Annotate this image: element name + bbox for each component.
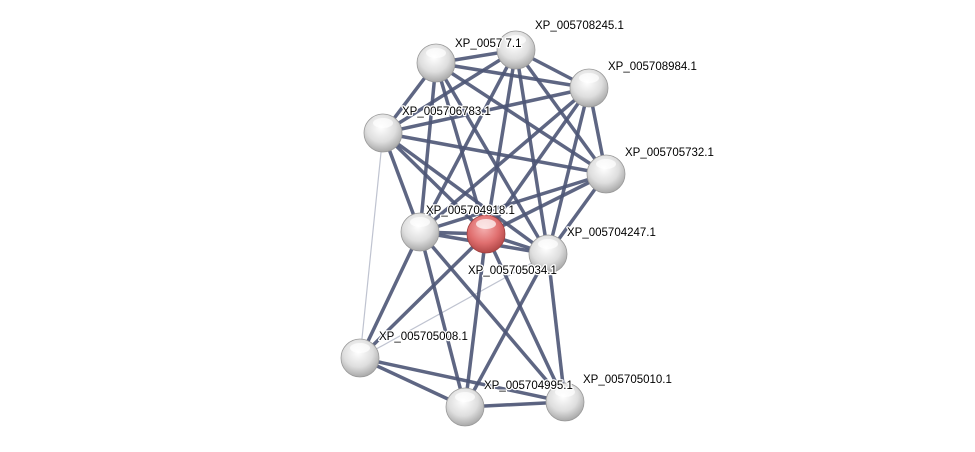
node-highlight (410, 217, 430, 227)
edge[interactable] (484, 49, 518, 235)
node-highlight (455, 392, 475, 402)
node-highlight (538, 239, 558, 249)
node-highlight (350, 343, 370, 353)
node-highlight (596, 159, 616, 169)
node-label: XP_005704247.1 (567, 227, 656, 239)
edge[interactable] (463, 233, 488, 408)
edge[interactable] (382, 86, 590, 135)
node-label: XP_005705010.1 (583, 374, 672, 386)
edge[interactable] (419, 172, 607, 234)
edge[interactable] (463, 253, 550, 408)
node-label: XP_005705008.1 (379, 331, 468, 343)
edge[interactable] (358, 232, 488, 360)
edge[interactable] (418, 230, 567, 404)
node-label: XP_005705732.1 (625, 147, 714, 159)
node-label: XP_005708245.1 (535, 20, 624, 32)
node-label: XP_0057 7.1 (455, 38, 522, 50)
node-label: XP_005705034.1 (468, 265, 557, 277)
edge-light[interactable] (359, 132, 384, 359)
node-highlight (426, 48, 446, 58)
edge[interactable] (418, 86, 591, 234)
edge[interactable] (434, 62, 550, 255)
edge[interactable] (382, 131, 607, 176)
node-highlight (555, 387, 575, 397)
edge[interactable] (484, 233, 567, 403)
node-label: XP_005708984.1 (608, 61, 697, 73)
node-highlight (506, 35, 526, 45)
node-label: XP_005704918.1 (426, 205, 515, 217)
edge[interactable] (358, 231, 422, 359)
edge[interactable] (359, 356, 566, 404)
node-label: XP_005706783.1 (402, 106, 491, 118)
node-highlight (373, 118, 393, 128)
edge[interactable] (546, 253, 567, 403)
node-highlight (579, 73, 599, 83)
node-highlight (476, 219, 496, 229)
edge[interactable] (514, 49, 550, 255)
edge[interactable] (546, 87, 591, 255)
edge[interactable] (418, 49, 518, 233)
node-label: XP_005704995.1 (484, 380, 573, 392)
edge[interactable] (485, 172, 607, 236)
edge[interactable] (381, 131, 550, 256)
edge[interactable] (382, 48, 517, 135)
edge-light[interactable] (359, 253, 549, 359)
edge[interactable] (418, 62, 438, 233)
